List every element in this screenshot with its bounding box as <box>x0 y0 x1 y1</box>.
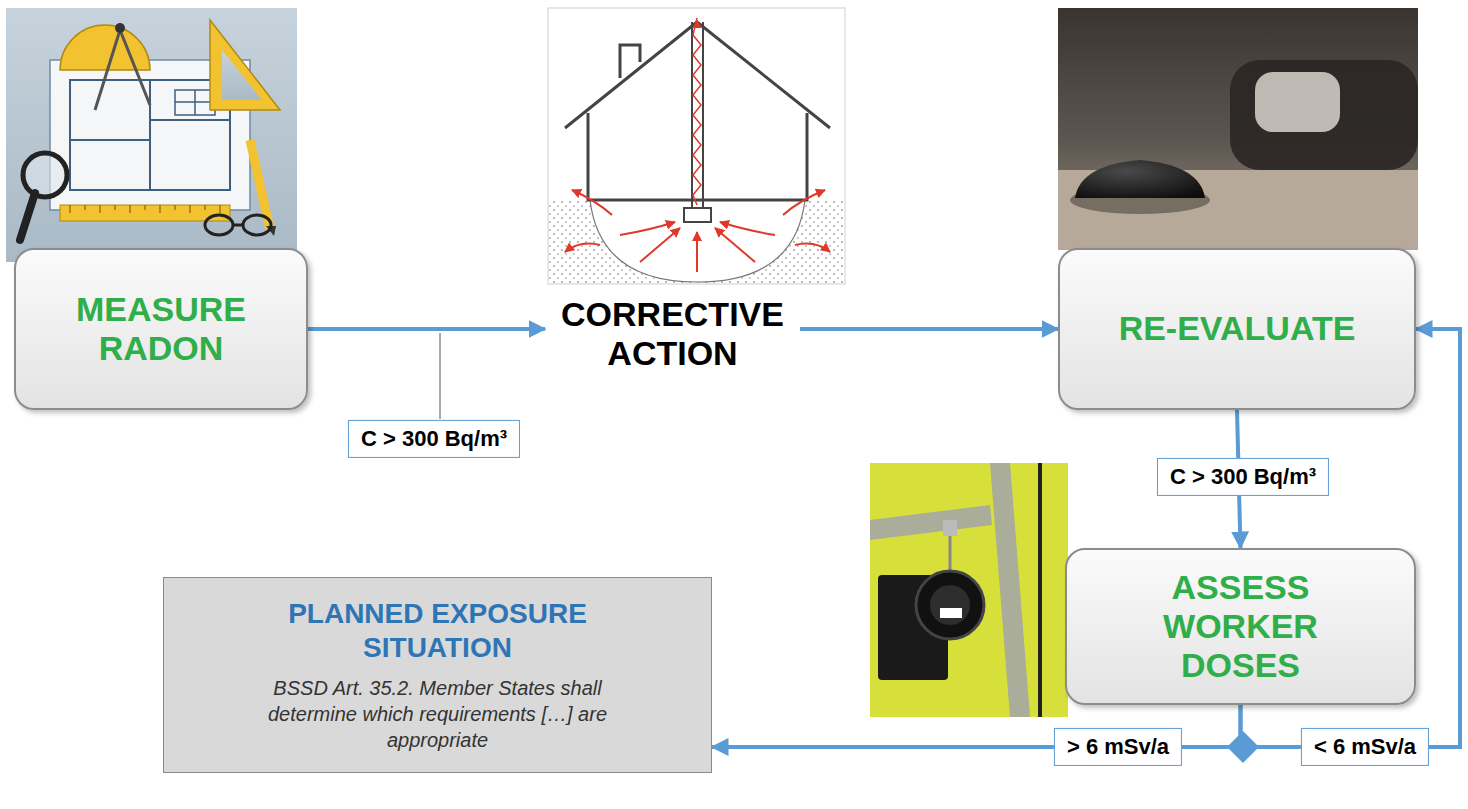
note-box: PLANNED EXPOSURE SITUATION BSSD Art. 35.2… <box>163 577 712 773</box>
dosimeter-label <box>940 608 962 618</box>
node-title: CORRECTIVE ACTION <box>551 295 794 373</box>
reflective-strip <box>990 463 1030 717</box>
process-box: RE-EVALUATE <box>1058 248 1416 410</box>
leader-line <box>440 333 441 419</box>
suction-pit <box>684 208 711 222</box>
illustration-ground <box>548 8 845 284</box>
condition-label: C > 300 Bq/m³ <box>1157 458 1329 496</box>
radon-flow <box>693 18 701 205</box>
condition-label: C > 300 Bq/m³ <box>348 420 520 458</box>
condition-label: > 6 mSv/a <box>1054 728 1182 766</box>
decision-diamond <box>1227 731 1259 763</box>
radon-arrows <box>565 190 830 272</box>
blueprint-illustration <box>6 8 297 262</box>
photo-ground <box>1058 8 1418 250</box>
ruler-ticks <box>70 205 220 213</box>
magnifier-handle <box>20 193 35 240</box>
foundation-outline <box>590 200 805 282</box>
set-square <box>210 20 280 110</box>
roof <box>565 22 830 128</box>
node-body: BSSD Art. 35.2. Member States shall dete… <box>238 675 638 753</box>
chimney <box>620 45 640 78</box>
node-title: RE-EVALUATE <box>1119 309 1356 348</box>
radon-detector <box>1075 160 1205 198</box>
drawing-part <box>795 244 830 252</box>
drawing-part <box>572 190 612 215</box>
reflective-strip <box>870 505 992 540</box>
floor-plan <box>70 80 230 190</box>
node-title: ASSESS WORKER DOSES <box>1121 568 1361 685</box>
sofa <box>1230 60 1418 170</box>
radon-flow-head <box>692 20 702 28</box>
clip <box>943 520 957 536</box>
walls <box>588 113 807 200</box>
drawing-part <box>720 222 775 235</box>
compass <box>95 30 150 110</box>
node-title: MEASURE RADON <box>34 290 288 368</box>
magnifier <box>23 153 67 197</box>
drawing-part <box>696 232 698 272</box>
drawing-part <box>640 228 680 262</box>
protractor <box>60 25 150 70</box>
worker-photo <box>870 463 1068 717</box>
process-box: MEASURE RADON <box>14 248 308 410</box>
foundation-fill <box>590 200 805 282</box>
drawing-part <box>715 228 755 262</box>
detector-photo <box>1058 8 1418 250</box>
dosimeter-face <box>930 585 970 625</box>
illustration-ground <box>6 8 297 262</box>
drawing-part <box>783 190 825 215</box>
clip-chain <box>949 530 952 575</box>
house-illustration <box>548 8 845 284</box>
ruler <box>60 205 230 221</box>
glasses <box>205 215 271 235</box>
action-label: CORRECTIVE ACTION <box>545 286 800 382</box>
compass-head <box>115 23 125 33</box>
soil <box>549 200 844 283</box>
personal-dosimeter <box>916 571 984 639</box>
condition-label: < 6 mSv/a <box>1301 728 1429 766</box>
drawing-part <box>620 222 675 235</box>
node-title: PLANNED EXPOSURE SITUATION <box>248 597 628 664</box>
photo-ground <box>870 463 1068 717</box>
cushion <box>1255 72 1340 132</box>
flow-arrow <box>800 327 1058 331</box>
flow-arrow <box>308 327 545 331</box>
window-grid <box>175 90 215 115</box>
process-box: ASSESS WORKER DOSES <box>1065 548 1416 705</box>
zipper <box>1038 463 1042 717</box>
drawing-part <box>565 244 600 252</box>
set-square-hole <box>222 50 262 100</box>
